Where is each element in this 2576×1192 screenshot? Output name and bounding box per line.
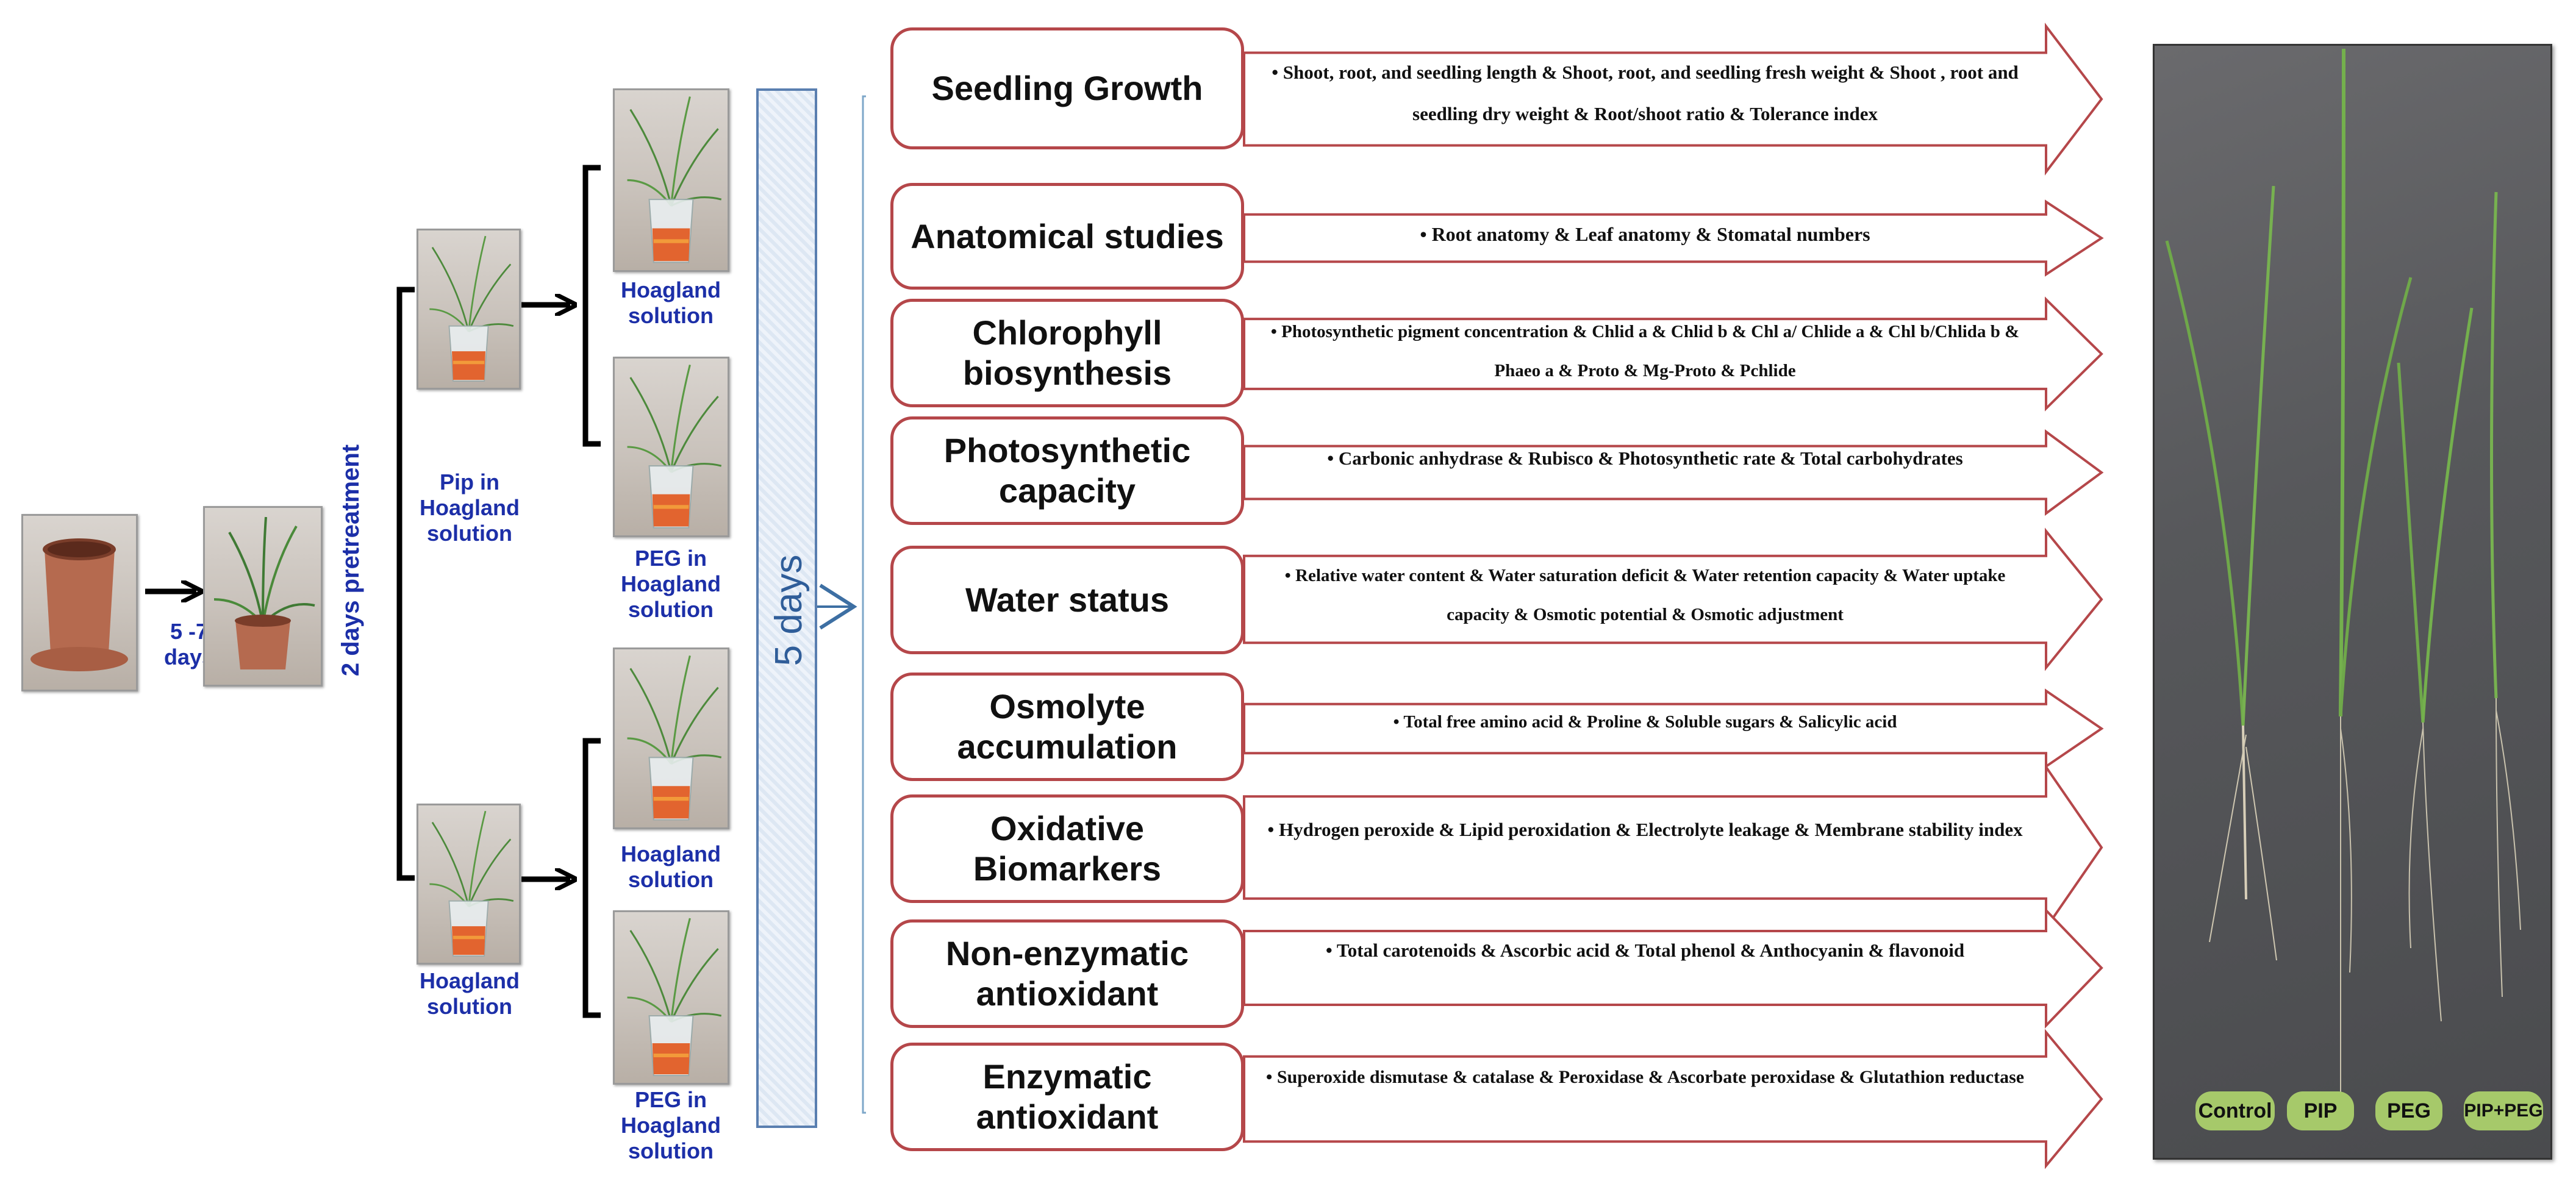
arrow-shape <box>1243 429 2104 516</box>
category-arrow <box>1243 199 2104 277</box>
category-detail: • Shoot, root, and seedling length & Sho… <box>1272 62 2019 124</box>
seedlings-drawing <box>2165 48 2521 1094</box>
category-box: Osmolyte accumulation <box>890 673 1244 781</box>
category-arrow <box>1243 1029 2104 1169</box>
out-photo-1 <box>613 88 729 272</box>
category-arrow <box>1243 763 2104 932</box>
flow-connectors <box>145 95 866 1114</box>
pretreatment-label: 2 days pretreatment <box>337 444 364 677</box>
arrow-shape <box>1243 296 2103 412</box>
category-detail: • Carbonic anhydrase & Rubisco & Photosy… <box>1327 448 1963 469</box>
category-detail: • Total carotenoids & Ascorbic acid & To… <box>1325 940 1965 961</box>
category-detail: • Relative water content & Water saturat… <box>1284 566 2006 624</box>
seedling-pot-photo <box>203 506 323 687</box>
duration-label: 5 days <box>768 554 810 666</box>
category-box: Anatomical studies <box>890 183 1244 290</box>
category-arrow <box>1243 907 2104 1029</box>
out-label-1: Hoagland solution <box>620 277 721 328</box>
out-photo-4 <box>613 910 729 1085</box>
arrow-shape <box>1243 763 2103 932</box>
empty-pot-photo <box>21 514 138 691</box>
category-arrow <box>1243 296 2104 412</box>
tag-peg: PEG <box>2375 1091 2442 1130</box>
category-detail: • Superoxide dismutase & catalase & Pero… <box>1265 1067 2025 1087</box>
branch-top-label: Pip in Hoagland solution <box>419 469 520 546</box>
out-label-3: Hoagland solution <box>620 841 721 892</box>
arrow-shape <box>1243 199 2104 277</box>
category-box: Oxidative Biomarkers <box>890 794 1244 903</box>
arrow-shape <box>1243 688 2104 769</box>
category-box: Non-enzymatic antioxidant <box>890 919 1244 1028</box>
duration-bar: 5 days <box>756 88 817 1128</box>
category-detail: • Hydrogen peroxide & Lipid peroxidation… <box>1267 819 2023 840</box>
arrow-shape <box>1243 23 2103 176</box>
category-arrow <box>1243 429 2104 516</box>
category-box: Photosynthetic capacity <box>890 416 1244 525</box>
tag-control: Control <box>2195 1091 2275 1130</box>
category-arrow <box>1243 527 2104 671</box>
arrow-shape <box>1243 527 2103 671</box>
category-detail: • Root anatomy & Leaf anatomy & Stomatal… <box>1420 223 1870 245</box>
category-arrow <box>1243 23 2104 176</box>
pip-pretreatment-photo <box>417 229 521 390</box>
tag-pip: PIP <box>2287 1091 2354 1130</box>
out-label-2: PEG in Hoagland solution <box>620 546 721 622</box>
tag-pip-peg: PIP+PEG <box>2464 1091 2543 1130</box>
seedlings-photo <box>2153 44 2552 1160</box>
category-detail: • Photosynthetic pigment concentration &… <box>1270 322 2020 380</box>
category-detail: • Total free amino acid & Proline & Solu… <box>1393 712 1897 732</box>
category-box: Chlorophyll biosynthesis <box>890 299 1244 407</box>
category-box: Seedling Growth <box>890 27 1244 149</box>
arrow-shape <box>1243 907 2103 1029</box>
out-photo-2 <box>613 357 729 537</box>
branch-bottom-label: Hoagland solution <box>419 968 520 1019</box>
category-box: Water status <box>890 546 1244 654</box>
out-label-4: PEG in Hoagland solution <box>620 1087 721 1163</box>
category-arrow <box>1243 688 2104 769</box>
out-photo-3 <box>613 648 729 829</box>
hoagland-pretreatment-photo <box>417 804 521 965</box>
arrow-shape <box>1243 1029 2103 1169</box>
category-box: Enzymatic antioxidant <box>890 1043 1244 1151</box>
